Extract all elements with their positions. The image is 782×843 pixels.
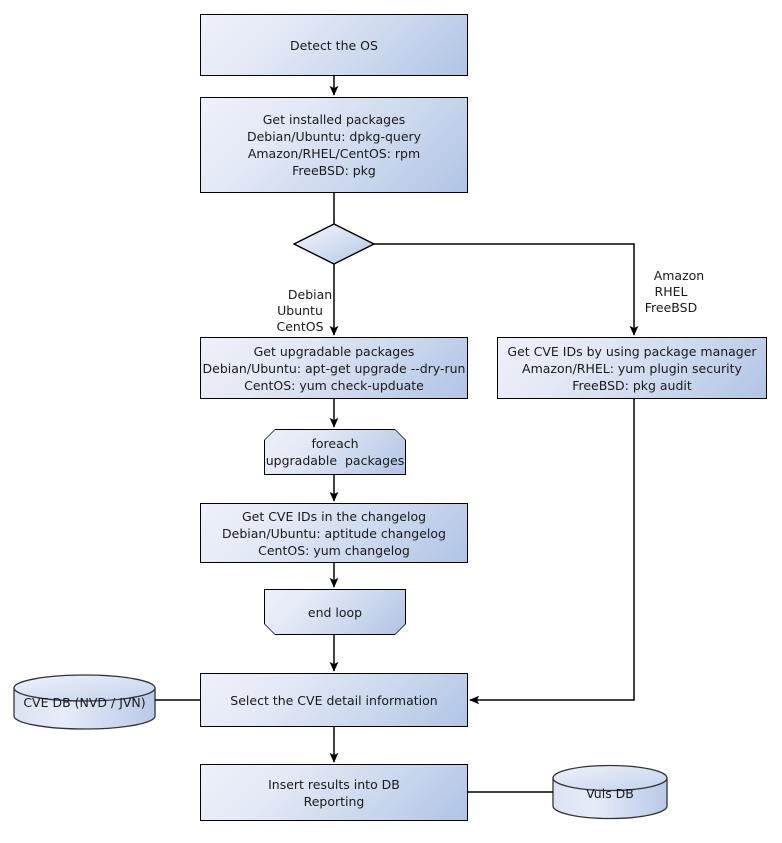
node-get-cve-ids-package-manager-label: Get CVE IDs by using package manager Ama… [507,343,757,393]
node-get-upgradable-packages[interactable]: Get upgradable packages Debian/Ubuntu: a… [200,337,468,399]
node-get-cve-ids-changelog[interactable]: Get CVE IDs in the changelog Debian/Ubun… [200,503,468,563]
cve-db-label-wrap[interactable]: CVE DB (NVD / JVN) [14,688,155,718]
edge-pkgmgr-to-select [469,399,635,705]
node-detect-os-label: Detect the OS [290,37,378,53]
node-foreach-loop-start[interactable]: foreach upgradable packages [264,429,406,475]
node-get-cve-ids-package-manager[interactable]: Get CVE IDs by using package manager Ama… [497,337,767,399]
node-insert-results-label: Insert results into DB Reporting [268,776,400,809]
node-get-installed-packages-label: Get installed packages Debian/Ubuntu: dp… [246,112,422,178]
node-detect-os[interactable]: Detect the OS [200,14,468,76]
decision-diamond [292,223,376,265]
vuls-db-label: Vuls DB [586,786,634,801]
edge-label-branch-right: Amazon RHEL FreeBSD [637,252,705,332]
node-foreach-loop-start-label: foreach upgradable packages [265,436,405,468]
node-end-loop[interactable]: end loop [264,589,406,635]
edge-decision-right-branch [374,243,639,336]
node-get-installed-packages[interactable]: Get installed packages Debian/Ubuntu: dp… [200,97,468,193]
edge-label-branch-left-text: Debian Ubuntu CentOS [276,287,333,334]
edge-label-branch-right-text: Amazon RHEL FreeBSD [644,268,705,315]
node-get-cve-ids-changelog-label: Get CVE IDs in the changelog Debian/Ubun… [222,508,446,558]
node-insert-results[interactable]: Insert results into DB Reporting [200,764,468,821]
node-select-cve-detail-label: Select the CVE detail information [230,692,438,708]
vuls-db-label-wrap[interactable]: Vuls DB [553,780,667,808]
node-select-cve-detail[interactable]: Select the CVE detail information [200,673,468,727]
cve-db-label: CVE DB (NVD / JVN) [23,695,146,710]
node-end-loop-label: end loop [307,604,363,620]
node-get-upgradable-packages-label: Get upgradable packages Debian/Ubuntu: a… [202,343,466,393]
edge-label-branch-left: Debian Ubuntu CentOS [272,271,332,351]
